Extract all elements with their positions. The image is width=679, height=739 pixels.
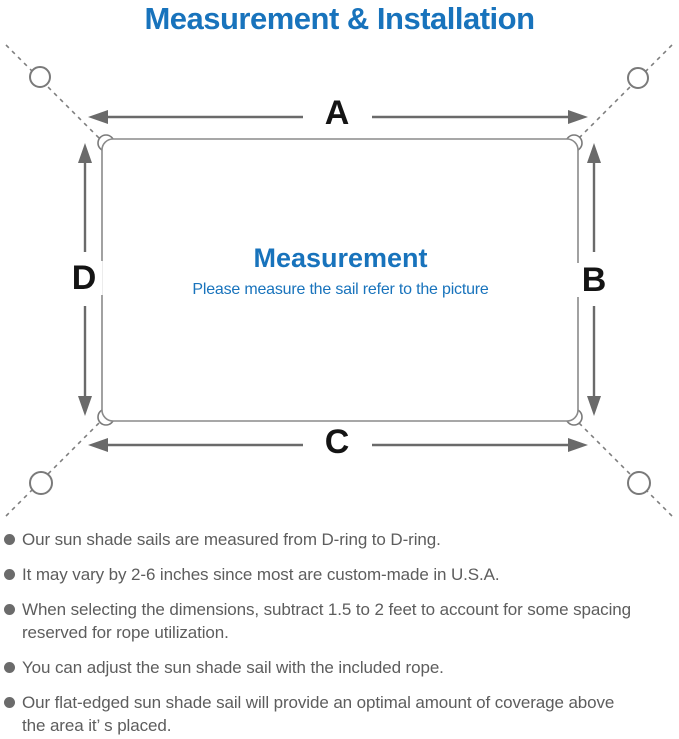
list-item: You can adjust the sun shade sail with t… [2, 656, 675, 679]
page-title: Measurement & Installation [144, 1, 535, 36]
dimension-arrow [78, 110, 601, 452]
dashed-rope-line [5, 44, 673, 517]
list-item: When selecting the dimensions, subtract … [2, 598, 675, 644]
bullet-icon [4, 604, 15, 615]
note-text: You can adjust the sun shade sail with t… [22, 658, 444, 677]
measurement-diagram-svg [5, 44, 673, 517]
bullet-icon [4, 697, 15, 708]
list-item: Our sun shade sails are measured from D-… [2, 528, 675, 551]
bullet-icon [4, 662, 15, 673]
dimension-label-b: B [575, 263, 613, 297]
list-item: It may vary by 2-6 inches since most are… [2, 563, 675, 586]
note-text: It may vary by 2-6 inches since most are… [22, 565, 500, 584]
dimension-label-c: C [318, 425, 356, 459]
diagram-caption-title: Measurement [253, 243, 428, 273]
bullet-icon [4, 534, 15, 545]
list-item: Our flat-edged sun shade sail will provi… [2, 691, 675, 737]
anchor-ring-icon [29, 66, 651, 495]
note-text: Our flat-edged sun shade sail will provi… [22, 693, 615, 735]
bullet-icon [4, 569, 15, 580]
note-text: Our sun shade sails are measured from D-… [22, 530, 441, 549]
measurement-diagram: A B C D Measurement Please measure the s… [5, 44, 673, 517]
dimension-label-a: A [318, 96, 356, 130]
dimension-label-d: D [65, 261, 103, 295]
note-text: When selecting the dimensions, subtract … [22, 600, 631, 642]
diagram-caption: Measurement Please measure the sail refe… [102, 243, 579, 299]
notes-list: Our sun shade sails are measured from D-… [0, 528, 679, 739]
diagram-caption-subtitle: Please measure the sail refer to the pic… [192, 281, 489, 299]
